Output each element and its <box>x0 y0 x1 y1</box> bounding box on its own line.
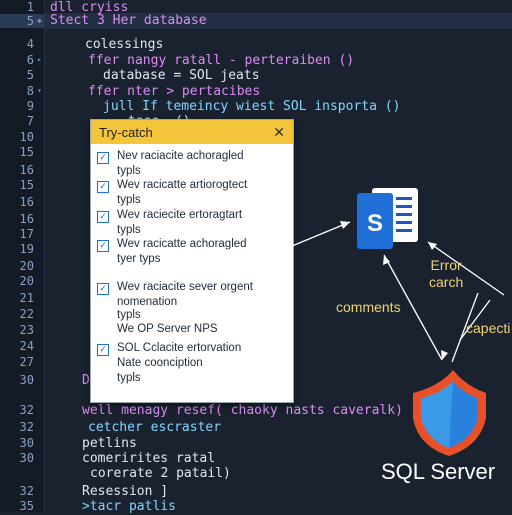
line-number: 27 <box>19 355 34 369</box>
item-text: Wev racicatte achoragled <box>117 238 247 250</box>
comments-label: comments <box>336 299 401 315</box>
try-catch-popup[interactable]: Try-catch ✕ ✓ Nev raciacite achoragled typ… <box>90 119 294 403</box>
code-line[interactable]: corerate 2 patail) <box>90 466 231 481</box>
code-line[interactable]: D <box>82 373 90 388</box>
line-number: 21 <box>19 291 34 305</box>
code-line[interactable]: Stect 3 Her database <box>50 13 207 28</box>
line-number: 20 <box>19 259 34 273</box>
line-number: 16 <box>19 212 34 226</box>
popup-list-item[interactable]: ✓ Wev racicatte artiorogtect typls <box>97 178 247 207</box>
line-number: 5 <box>26 68 34 82</box>
code-line[interactable]: >tacr patlis <box>82 499 176 514</box>
line-number: 16 <box>19 195 34 209</box>
code-line[interactable]: dll cryiss <box>50 0 129 15</box>
code-line[interactable]: petlins <box>82 436 137 451</box>
item-subtext: typls <box>117 224 141 236</box>
current-line-gutter-highlight <box>0 14 44 28</box>
line-number: 19 <box>19 242 34 256</box>
close-icon[interactable]: ✕ <box>273 123 285 140</box>
checkbox-icon[interactable]: ✓ <box>97 283 109 295</box>
shield-icon <box>413 370 486 456</box>
line-number: 22 <box>19 307 34 321</box>
line-number: 4 <box>26 37 34 51</box>
item-subtext: typls <box>117 165 141 177</box>
line-number: 32 <box>19 420 34 434</box>
checkbox-icon[interactable]: ✓ <box>97 240 109 252</box>
line-number: 32 <box>19 403 34 417</box>
line-number: 30 <box>19 373 34 387</box>
code-line[interactable]: Resession ] <box>82 484 169 499</box>
line-number: 7 <box>26 114 34 128</box>
checkbox-icon[interactable]: ✓ <box>97 211 109 223</box>
sql-server-logo-text: SQL Server <box>381 459 496 484</box>
popup-list-item[interactable]: ✓ Nev raciacite achoragled typls <box>97 149 244 178</box>
arrow-to-document <box>291 221 351 247</box>
code-line[interactable]: well menagy resef( chaoky nasts caveralk… <box>82 403 403 418</box>
item-subtext: nomenation <box>117 296 178 308</box>
line-number: 35 <box>19 499 34 513</box>
line-number: 6 <box>26 53 34 67</box>
code-line[interactable]: comerirites ratal <box>82 451 216 466</box>
line-number: 30 <box>19 436 34 450</box>
popup-list-item[interactable]: ✓ Wev raciacite sever orgent nomenation <box>97 280 253 309</box>
code-line[interactable]: jull If temeincy wiest SOL insporta () <box>103 99 401 114</box>
popup-list-item[interactable]: typls We OP Server NPS <box>97 308 218 336</box>
item-subtext: We OP Server NPS <box>117 323 218 335</box>
line-number: 1 <box>26 0 34 14</box>
line-number: 16 <box>19 163 34 177</box>
popup-title: Try-catch <box>99 124 153 140</box>
fold-marker-icon[interactable]: ▾ <box>37 86 42 95</box>
line-number: 10 <box>19 130 34 144</box>
line-number: 15 <box>19 145 34 159</box>
item-subtext: tyer typs <box>117 253 161 265</box>
line-number: 24 <box>19 339 34 353</box>
error-catch-label: Error carch <box>429 257 464 290</box>
item-text: typls <box>117 372 141 384</box>
arrowhead-icon <box>340 221 350 229</box>
arrowhead-icon <box>428 242 437 250</box>
checkbox-icon[interactable]: ✓ <box>97 344 109 356</box>
line-number: 20 <box>19 274 34 288</box>
line-number: 5 <box>26 14 34 28</box>
line-number: 30 <box>19 451 34 465</box>
line-number: 32 <box>19 484 34 498</box>
document-letter: S <box>367 210 383 237</box>
arrowhead-icon <box>441 350 448 360</box>
line-number: 23 <box>19 323 34 337</box>
current-line-highlight <box>44 13 512 29</box>
popup-list-item[interactable]: ✓ Wev raciecite ertoragtart typls <box>97 208 242 237</box>
fold-marker-icon[interactable]: ◆ <box>37 16 42 25</box>
popup-list-item[interactable]: ✓ Wev racicatte achoragled tyer typs <box>97 237 247 266</box>
item-subtext: typls <box>117 194 141 206</box>
arrowhead-icon <box>383 255 390 265</box>
code-line[interactable]: database = SOL jeats <box>103 68 260 83</box>
sharepoint-document-icon <box>357 188 418 249</box>
code-line[interactable]: ffer nter > pertacibes <box>88 84 261 99</box>
line-number: 9 <box>26 99 34 113</box>
capecti-label: capecti <box>466 320 511 336</box>
item-text: Wev racicatte artiorogtect <box>117 179 248 191</box>
item-subtext: Nate coonciption <box>117 357 203 369</box>
code-line[interactable]: cetcher escraster <box>88 420 222 435</box>
item-text: Nev raciacite achoragled <box>117 150 244 162</box>
line-number: 15 <box>19 178 34 192</box>
item-text: SOL Cclacite ertorvation <box>117 342 242 354</box>
popup-title-bar: Try-catch ✕ <box>91 120 293 144</box>
item-text: typls <box>117 309 141 321</box>
fold-marker-icon[interactable]: ▸ <box>37 55 42 64</box>
item-text: Wev raciacite sever orgent <box>117 281 253 293</box>
code-line[interactable]: colessings <box>85 37 164 52</box>
checkbox-icon[interactable]: ✓ <box>97 181 109 193</box>
popup-list-item[interactable]: typls <box>97 371 141 385</box>
code-line[interactable]: ffer nangy ratall - perteraiben () <box>88 53 355 68</box>
line-number: 17 <box>19 227 34 241</box>
line-number: 8 <box>26 84 34 98</box>
arrows <box>291 221 505 363</box>
checkbox-icon[interactable]: ✓ <box>97 152 109 164</box>
item-text: Wev raciecite ertoragtart <box>117 209 243 221</box>
